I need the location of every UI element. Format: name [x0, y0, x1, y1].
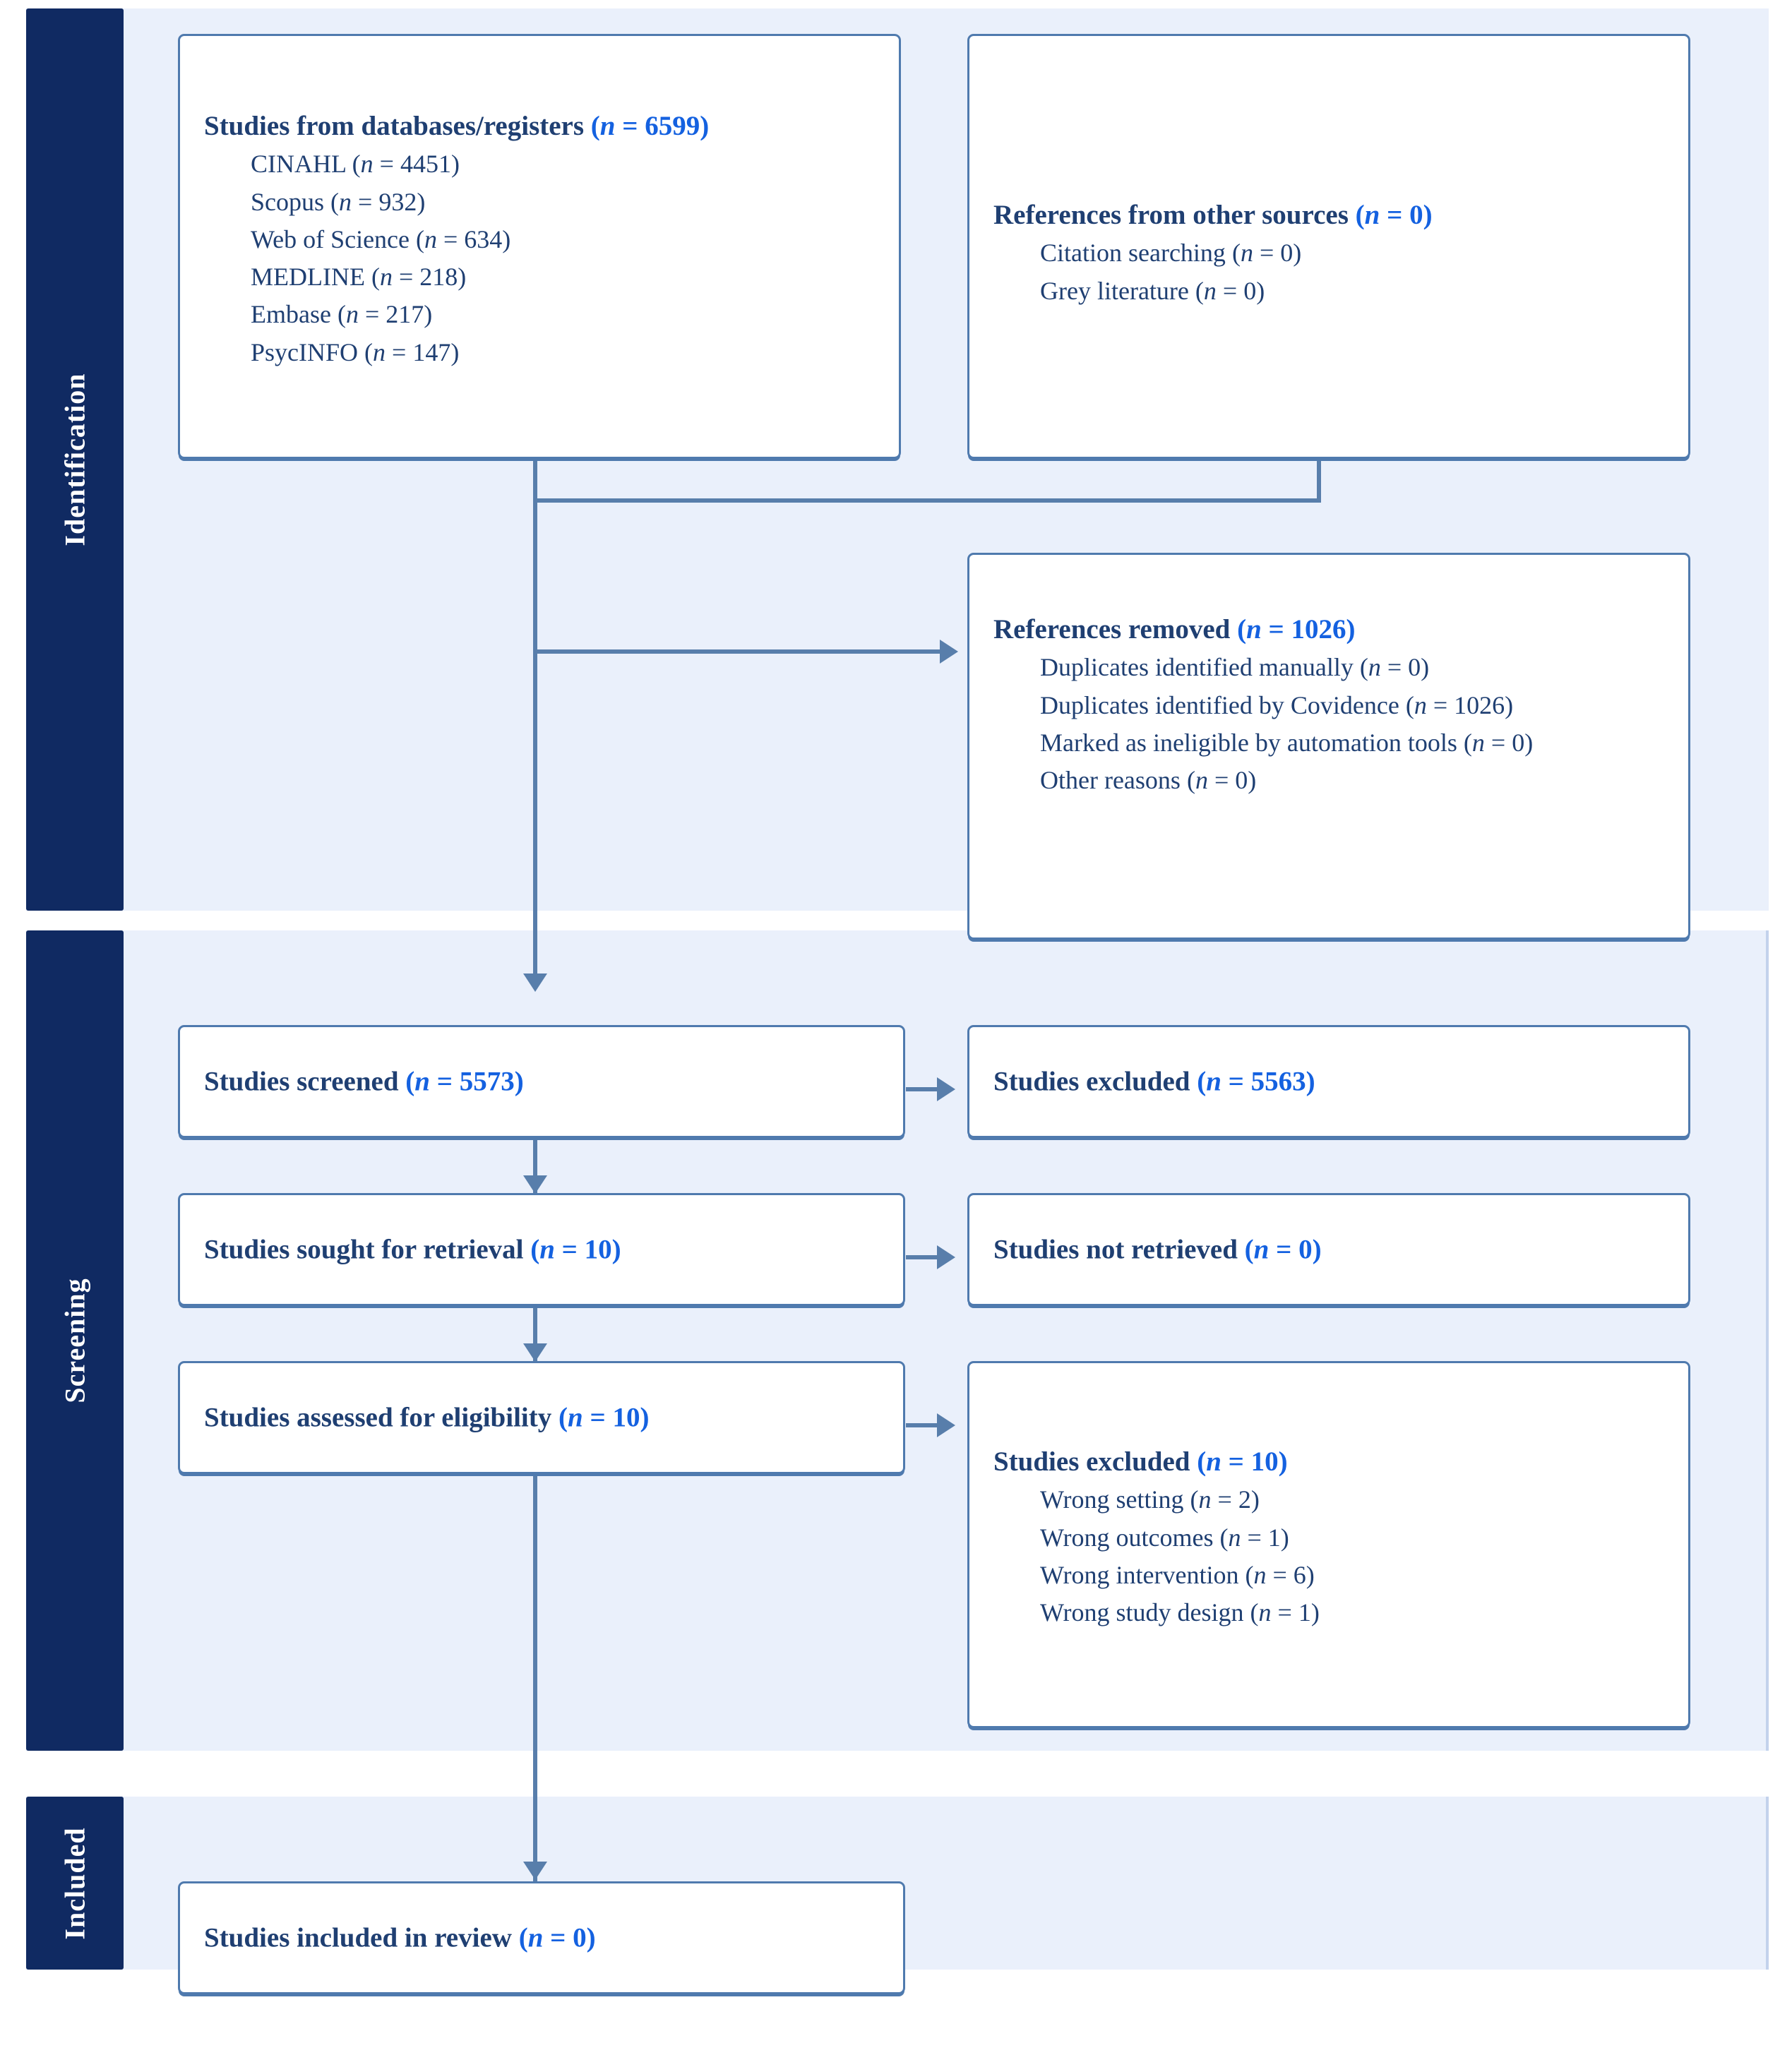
connector-merge-horizontal	[535, 498, 1321, 503]
removed-item: Other reasons (n = 0)	[1040, 766, 1257, 795]
included-n: 0	[573, 1922, 587, 1953]
screened-n: 5573	[459, 1066, 515, 1097]
box-studies-excluded-screening: Studies excluded (n = 5563)	[967, 1025, 1690, 1138]
removed-header: References removed (n = 1026)	[993, 614, 1356, 645]
other-sources-header: References from other sources (n = 0)	[993, 200, 1433, 230]
database-item: CINAHL (n = 4451)	[251, 150, 460, 179]
arrowhead-to-included	[523, 1862, 547, 1880]
excluded-1-header: Studies excluded	[993, 1066, 1190, 1097]
removed-item: Duplicates identified manually (n = 0)	[1040, 653, 1430, 682]
connector-eligibility-to-excluded	[906, 1423, 940, 1427]
stage-label-included: Included	[59, 1826, 91, 1940]
box-studies-excluded-eligibility: Studies excluded (n = 10) Wrong setting …	[967, 1361, 1690, 1728]
database-item: Scopus (n = 932)	[251, 187, 426, 216]
database-item: PsycINFO (n = 147)	[251, 337, 460, 366]
arrowhead-to-excluded-2	[937, 1413, 955, 1437]
stage-label-screening: Screening	[59, 1278, 91, 1403]
box-studies-from-databases: Studies from databases/registers (n = 65…	[178, 34, 901, 459]
screened-header: Studies screened	[204, 1066, 399, 1097]
connector-eligibility-to-included	[533, 1473, 537, 1882]
box-studies-screened: Studies screened (n = 5573)	[178, 1025, 905, 1138]
removed-item: Duplicates identified by Covidence (n = …	[1040, 690, 1514, 719]
arrowhead-to-screened	[523, 973, 547, 992]
exclusion-reason-item: Wrong setting (n = 2)	[1040, 1485, 1260, 1514]
stage-label-identification: Identification	[59, 373, 91, 546]
other-source-item: Citation searching (n = 0)	[1040, 239, 1302, 268]
databases-header-n: 6599	[645, 111, 700, 141]
eligibility-n: 10	[612, 1402, 640, 1433]
connector-to-removed	[533, 649, 943, 654]
included-header: Studies included in review	[204, 1922, 512, 1953]
databases-header: Studies from databases/registers (n = 65…	[204, 111, 710, 141]
exclusion-reason-item: Wrong intervention (n = 6)	[1040, 1560, 1315, 1589]
database-item: Web of Science (n = 634)	[251, 224, 511, 253]
arrowhead-to-not-retrieved	[937, 1245, 955, 1269]
eligibility-header: Studies assessed for eligibility	[204, 1402, 552, 1433]
exclusion-reason-item: Wrong study design (n = 1)	[1040, 1598, 1320, 1627]
sought-header: Studies sought for retrieval	[204, 1234, 524, 1265]
box-studies-assessed-for-eligibility: Studies assessed for eligibility (n = 10…	[178, 1361, 905, 1474]
arrowhead-to-removed	[940, 640, 958, 664]
excluded-1-n: 5563	[1250, 1066, 1306, 1097]
excluded-2-n: 10	[1250, 1446, 1279, 1477]
sought-n: 10	[584, 1234, 612, 1265]
connector-sought-to-eligibility	[533, 1305, 537, 1367]
connector-screened-to-excluded	[906, 1087, 940, 1091]
connector-sought-to-not-retrieved	[906, 1255, 940, 1259]
stage-tab-identification: Identification	[26, 8, 124, 911]
database-item: MEDLINE (n = 218)	[251, 263, 467, 292]
arrowhead-to-sought	[523, 1175, 547, 1194]
stage-tab-included: Included	[26, 1797, 124, 1970]
connector-databases-down	[533, 459, 537, 503]
exclusion-reason-item: Wrong outcomes (n = 1)	[1040, 1523, 1289, 1552]
connector-screened-to-sought	[533, 1137, 537, 1199]
not-retrieved-header: Studies not retrieved	[993, 1234, 1238, 1265]
connector-other-sources-down	[1317, 459, 1321, 503]
box-studies-included-in-review: Studies included in review (n = 0)	[178, 1881, 905, 1994]
box-studies-not-retrieved: Studies not retrieved (n = 0)	[967, 1193, 1690, 1306]
other-sources-header-n: 0	[1409, 200, 1423, 230]
other-source-item: Grey literature (n = 0)	[1040, 276, 1265, 305]
stage-tab-screening: Screening	[26, 930, 124, 1751]
removed-item: Marked as ineligible by automation tools…	[1040, 728, 1534, 757]
box-references-other-sources: References from other sources (n = 0) Ci…	[967, 34, 1690, 459]
excluded-2-header: Studies excluded (n = 10)	[993, 1446, 1288, 1477]
arrowhead-to-eligibility	[523, 1343, 547, 1362]
box-references-removed: References removed (n = 1026) Duplicates…	[967, 553, 1690, 940]
database-item: Embase (n = 217)	[251, 300, 433, 329]
arrowhead-to-excluded-1	[937, 1077, 955, 1101]
connector-main-trunk	[533, 498, 537, 978]
not-retrieved-n: 0	[1298, 1234, 1313, 1265]
removed-header-n: 1026	[1291, 614, 1346, 645]
box-studies-sought-for-retrieval: Studies sought for retrieval (n = 10)	[178, 1193, 905, 1306]
